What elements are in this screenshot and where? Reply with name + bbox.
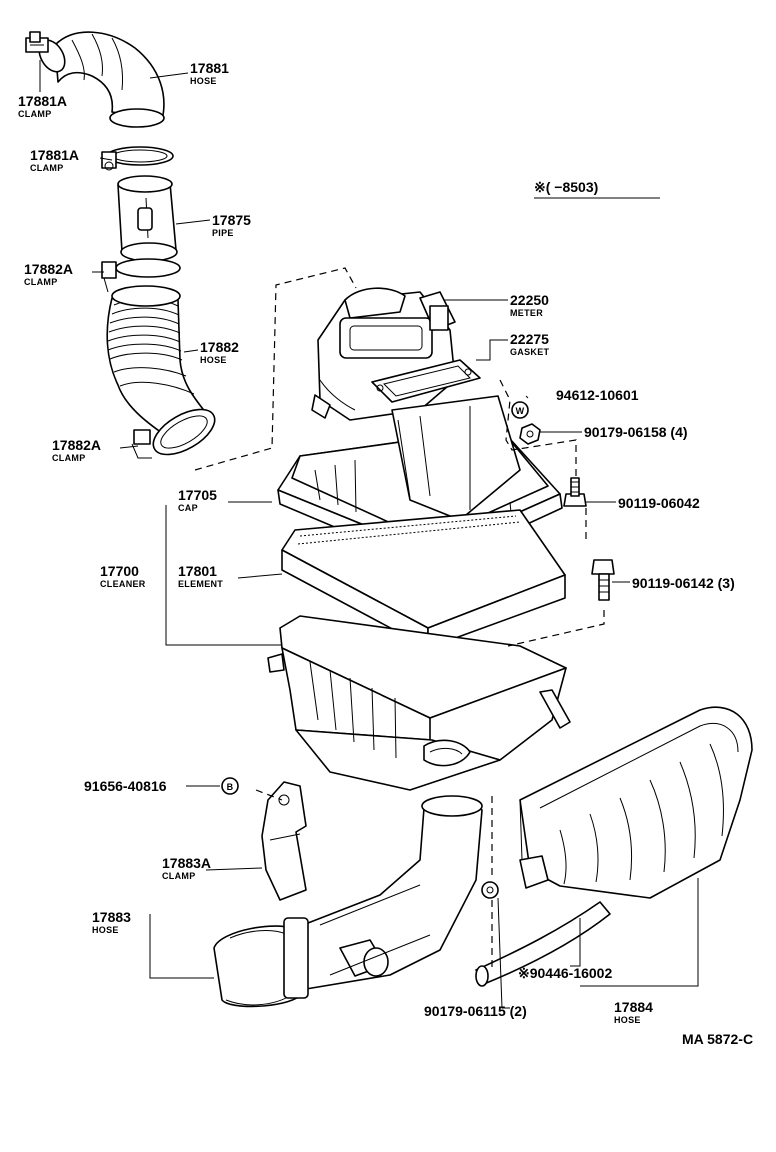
label-17700-sub: CLEANER: [100, 579, 146, 589]
label-range-note: ※( −8503): [534, 179, 598, 195]
label-17883a: 17883A: [162, 855, 211, 871]
label-17883a-sub: CLAMP: [162, 871, 196, 881]
label-94612: 94612-10601: [556, 387, 639, 403]
label-90179-06158: 90179-06158 (4): [584, 424, 688, 440]
label-17882a-bot-sub: CLAMP: [52, 453, 86, 463]
label-17705: 17705: [178, 487, 217, 503]
hose-17881-part[interactable]: [34, 31, 165, 128]
label-17883: 17883: [92, 909, 131, 925]
label-17882a-top-sub: CLAMP: [24, 277, 58, 287]
label-17881a-mid-sub: CLAMP: [30, 163, 64, 173]
clamp-17881a-mid-part[interactable]: [101, 146, 174, 171]
label-17875: 17875: [212, 212, 251, 228]
assembly-dashed-lines: [194, 267, 605, 968]
label-17881: 17881: [190, 60, 229, 76]
leader-lines: [39, 60, 699, 1009]
label-22275-sub: GASKET: [510, 347, 550, 357]
label-17705-sub: CAP: [178, 503, 198, 513]
label-22250: 22250: [510, 292, 549, 308]
hose-17884-resonator-part[interactable]: [475, 706, 753, 987]
label-17884: 17884: [614, 999, 653, 1015]
label-90446: ※90446-16002: [518, 965, 612, 981]
pipe-17875-part[interactable]: [117, 175, 178, 262]
label-17882a-bot: 17882A: [52, 437, 101, 453]
label-17881a-mid: 17881A: [30, 147, 79, 163]
hose-17883-part[interactable]: [213, 795, 483, 1008]
label-90179-06115: 90179-06115 (2): [424, 1003, 527, 1019]
gasket-22275-part[interactable]: [371, 359, 481, 403]
label-17881-sub: HOSE: [190, 76, 217, 86]
label-17801-sub: ELEMENT: [178, 579, 223, 589]
label-90119-06042: 90119-06042: [618, 495, 700, 511]
clamp-17882a-bottom-part[interactable]: [131, 400, 222, 463]
air-flow-meter-22250-part[interactable]: [311, 287, 456, 421]
label-90119-06142: 90119-06142 (3): [632, 575, 735, 591]
bolt-marker-letter: B: [227, 782, 234, 792]
label-17875-sub: PIPE: [212, 228, 234, 238]
label-17883-sub: HOSE: [92, 925, 119, 935]
label-17881a-top: 17881A: [18, 93, 67, 109]
label-17884-sub: HOSE: [614, 1015, 641, 1025]
nut-90179-06158-part[interactable]: [519, 423, 541, 445]
washer-marker-letter: W: [516, 406, 525, 416]
clamp-17881a-top-part[interactable]: [25, 31, 49, 53]
hose-17882-part[interactable]: [106, 285, 211, 441]
bolt-90119-06142-part[interactable]: [591, 559, 615, 601]
bolt-90119-06042-part[interactable]: [563, 477, 587, 507]
label-17700: 17700: [100, 563, 139, 579]
label-17882: 17882: [200, 339, 239, 355]
label-17801: 17801: [178, 563, 217, 579]
label-91656: 91656-40816: [84, 778, 167, 794]
clamp-17882a-top-part[interactable]: [101, 258, 181, 293]
bolt-91656-40816-part[interactable]: B: [221, 777, 239, 795]
label-22275: 22275: [510, 331, 549, 347]
part-labels: 17881 HOSE 17881A CLAMP 17881A CLAMP 178…: [18, 60, 753, 1047]
label-17882a-top: 17882A: [24, 261, 73, 277]
label-17881a-top-sub: CLAMP: [18, 109, 52, 119]
label-17882-sub: HOSE: [200, 355, 227, 365]
label-22250-sub: METER: [510, 308, 543, 318]
cleaner-case-17700-part[interactable]: [267, 615, 571, 791]
nut-90179-06115-part[interactable]: [481, 881, 499, 899]
element-17801-part[interactable]: [281, 509, 566, 649]
washer-94612-part[interactable]: W: [511, 401, 529, 419]
clamp-17883a-part[interactable]: [261, 781, 307, 901]
label-diagram-code: MA 5872-C: [682, 1031, 753, 1047]
